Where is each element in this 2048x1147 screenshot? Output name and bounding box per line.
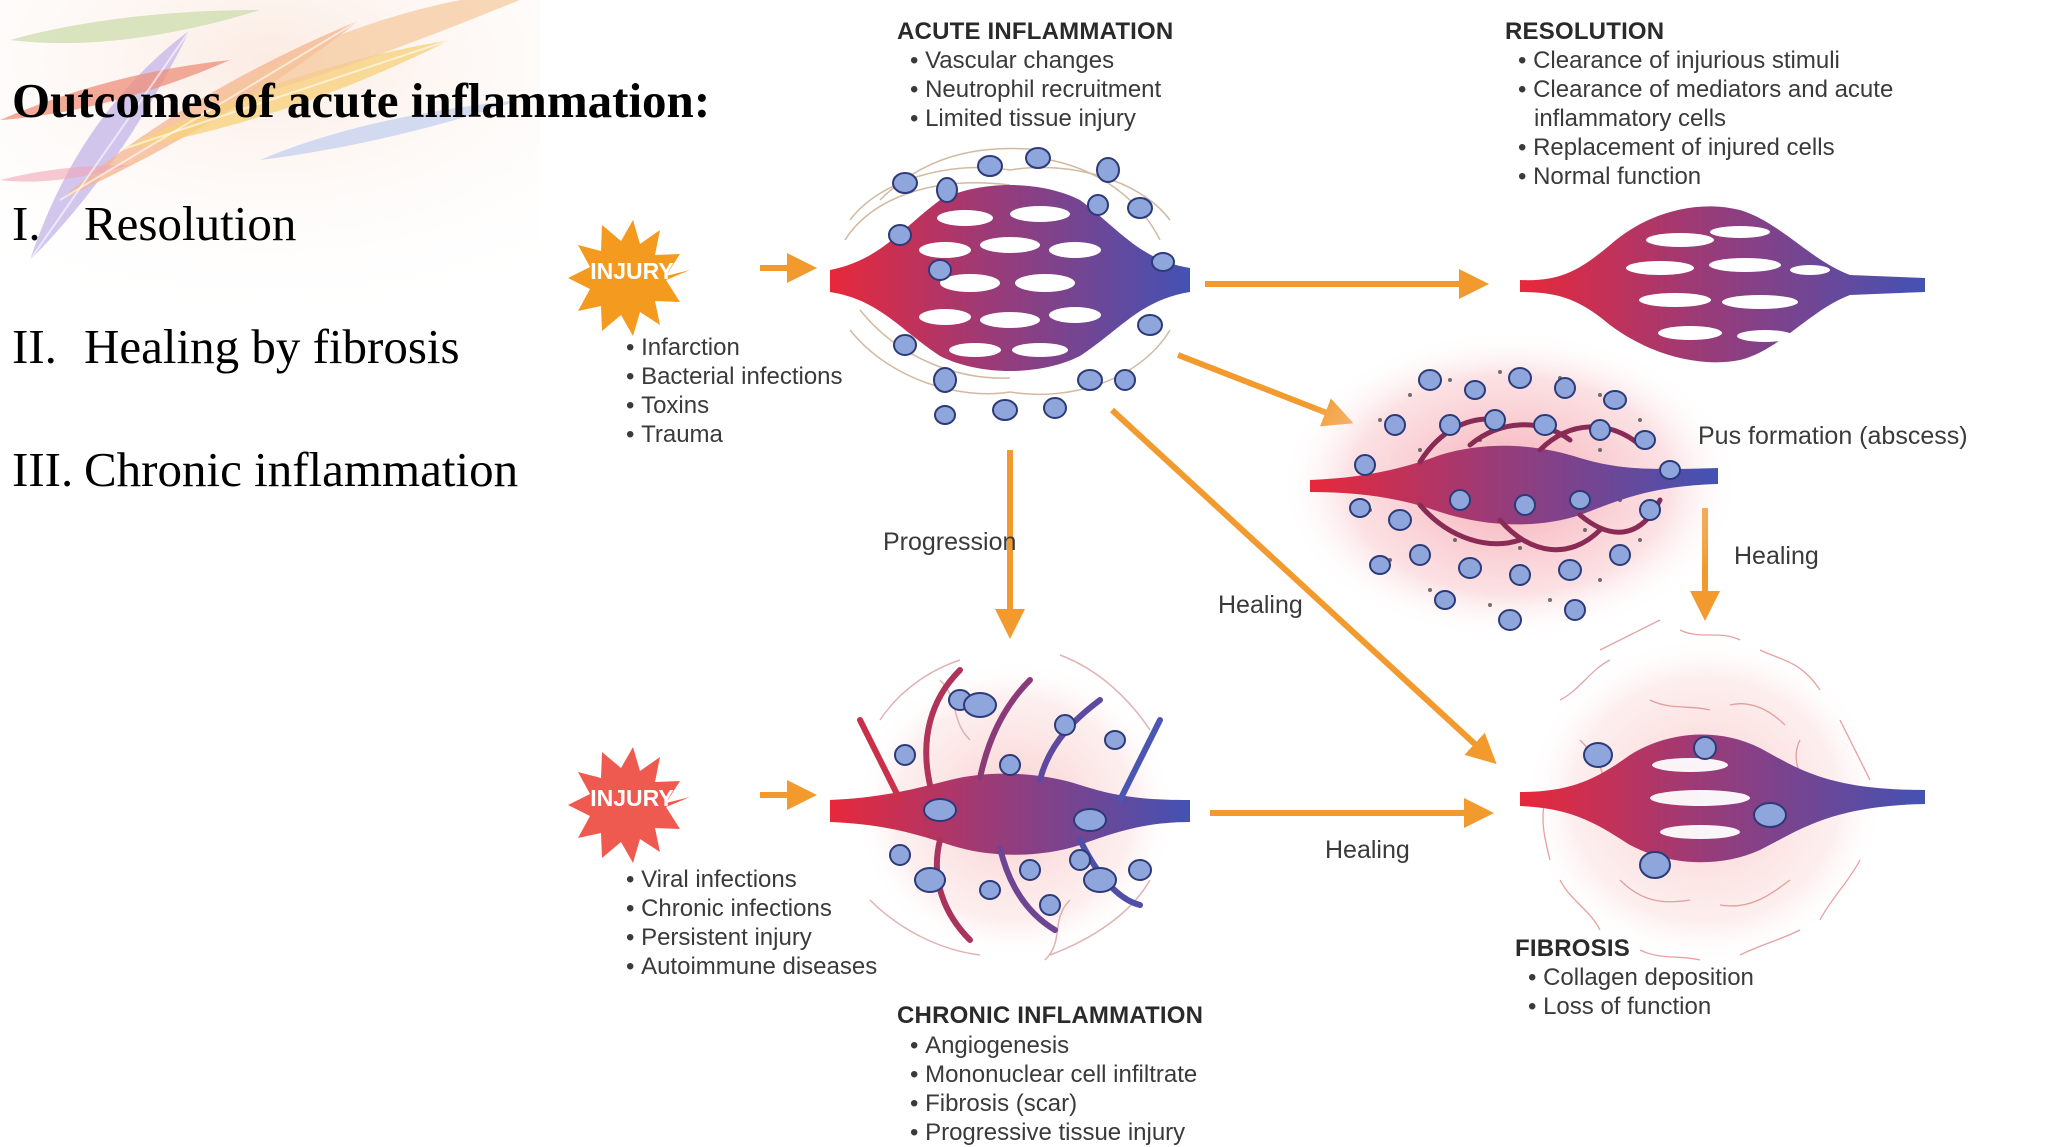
healing-label-diagonal: Healing: [1218, 591, 1303, 619]
healing-label-chronic: Healing: [1325, 836, 1410, 864]
resolution-vessel-illustration: [1520, 206, 1925, 363]
list-item: Mononuclear cell infiltrate: [910, 1060, 1197, 1089]
list-item: Normal function: [1518, 162, 1893, 191]
list-item: Persistent injury: [626, 923, 877, 952]
outcome-text: Resolution: [84, 196, 297, 251]
outcome-chronic: III.Chronic inflammation: [12, 441, 518, 498]
list-item: Angiogenesis: [910, 1031, 1197, 1060]
fibrosis-heading: FIBROSIS: [1515, 935, 1630, 962]
list-item: Vascular changes: [910, 46, 1161, 75]
list-item: Progressive tissue injury: [910, 1118, 1197, 1147]
list-item: Chronic infections: [626, 894, 877, 923]
list-item: Clearance of injurious stimuli: [1518, 46, 1893, 75]
slide-title: Outcomes of acute inflammation:: [12, 73, 711, 128]
list-item: Fibrosis (scar): [910, 1089, 1197, 1118]
injury-label: INJURY: [590, 258, 674, 284]
pus-formation-label: Pus formation (abscess): [1698, 422, 1968, 450]
injury-label: INJURY: [590, 785, 674, 811]
list-item: Loss of function: [1528, 992, 1754, 1021]
chronic-vessel-illustration: [830, 654, 1190, 961]
fibrosis-illustration: [1520, 619, 1925, 965]
list-item: Trauma: [626, 420, 843, 449]
list-item: Collagen deposition: [1528, 963, 1754, 992]
list-item: Autoimmune diseases: [626, 952, 877, 981]
arrow-acute-to-fibrosis: [1109, 407, 1497, 765]
list-item: Viral infections: [626, 865, 877, 894]
chronic-features-list: Angiogenesis Mononuclear cell infiltrate…: [910, 1031, 1197, 1147]
outcome-number: III.: [12, 442, 74, 497]
resolution-features-list: Clearance of injurious stimuli Clearance…: [1518, 46, 1893, 191]
list-item: Clearance of mediators and acute: [1518, 75, 1893, 104]
chronic-heading: CHRONIC INFLAMMATION: [897, 1002, 1204, 1029]
list-item: Bacterial infections: [626, 362, 842, 391]
list-item: Neutrophil recruitment: [910, 75, 1161, 104]
list-item-continuation: inflammatory cells: [1534, 105, 1727, 132]
list-item: Toxins: [626, 391, 843, 420]
healing-label-abscess: Healing: [1734, 542, 1819, 570]
outcome-text: Healing by fibrosis: [84, 319, 460, 374]
feather-decoration: [0, 0, 540, 300]
acute-causes-list: Infarction Bacterial infections Toxins T…: [626, 333, 843, 449]
outcome-fibrosis: II. Healing by fibrosis: [12, 318, 460, 375]
acute-features-list: Vascular changes Neutrophil recruitment …: [910, 46, 1161, 133]
outcome-resolution: I. Resolution: [12, 195, 296, 252]
progression-label: Progression: [883, 528, 1017, 556]
abscess-illustration: [1280, 330, 1740, 640]
list-item: Limited tissue injury: [910, 104, 1161, 133]
acute-vessel-illustration: [830, 147, 1190, 425]
outcome-number: II.: [12, 319, 57, 374]
acute-heading: ACUTE INFLAMMATION: [897, 18, 1174, 45]
resolution-heading: RESOLUTION: [1505, 18, 1665, 45]
outcome-text: Chronic inflammation: [84, 442, 519, 497]
list-item: Replacement of injured cells: [1518, 133, 1893, 162]
fibrosis-features-list: Collagen deposition Loss of function: [1528, 963, 1754, 1021]
list-item: Infarction: [626, 333, 843, 362]
outcome-number: I.: [12, 196, 41, 251]
injury-starburst-chronic: INJURY: [568, 747, 690, 863]
chronic-causes-list: Viral infections Chronic infections Pers…: [626, 865, 877, 981]
injury-starburst-acute: INJURY: [568, 220, 690, 336]
